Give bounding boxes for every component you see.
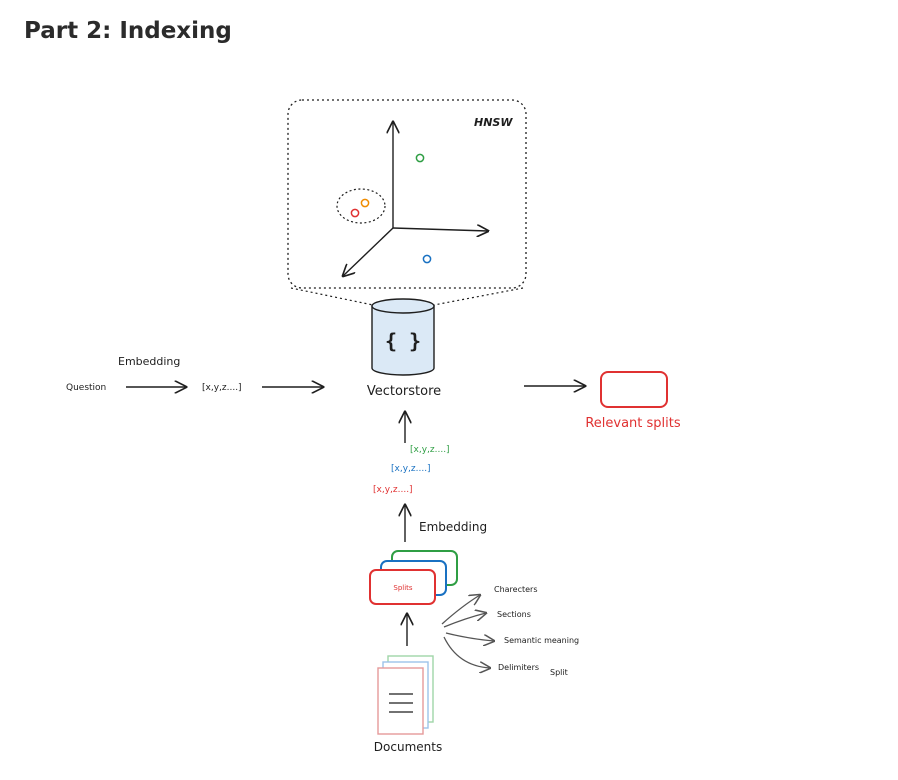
doc-page-red [377, 667, 424, 735]
split-method-delimiters: Delimiters [498, 663, 539, 672]
fan-arrow-semantic [445, 632, 494, 641]
split-methods: Charecters Sections Semantic meaning Del… [441, 585, 579, 677]
fan-arrow-characters [441, 595, 480, 625]
fan-arrow-sections [443, 613, 486, 628]
point-red [350, 208, 360, 218]
question-label: Question [66, 383, 106, 393]
vector-green: [x,y,z....] [410, 445, 450, 455]
vector-blue: [x,y,z....] [391, 464, 431, 474]
hnsw-dotted-box [287, 99, 527, 289]
point-green [415, 153, 425, 163]
splits-label: Splits [393, 584, 413, 592]
cluster-dotted-ellipse [336, 188, 386, 224]
splits-stack: Splits [369, 550, 458, 605]
doc-embedding-label: Embedding [419, 520, 487, 534]
documents-stack [377, 655, 434, 735]
question-embedding-label: Embedding [118, 355, 180, 368]
funnel-left [290, 287, 374, 306]
vector-red: [x,y,z....] [373, 485, 413, 495]
split-label: Split [550, 668, 568, 677]
point-blue [422, 254, 432, 264]
split-method-semantic: Semantic meaning [504, 636, 579, 645]
question-vector: [x,y,z....] [202, 383, 242, 393]
cylinder-top [371, 298, 435, 314]
vectorstore-label: Vectorstore [367, 384, 441, 399]
split-card-red [369, 569, 436, 605]
relevant-splits-label: Relevant splits [585, 416, 681, 431]
point-orange [360, 198, 370, 208]
axis-z [343, 227, 394, 276]
funnel-right [433, 287, 524, 306]
cylinder-body [371, 305, 435, 376]
page-title: Part 2: Indexing [24, 18, 232, 44]
split-method-sections: Sections [497, 610, 531, 619]
documents-label: Documents [374, 740, 442, 754]
relevant-splits-box [600, 371, 668, 408]
braces-icon: { } [385, 329, 421, 353]
hnsw-panel: HNSW [287, 99, 527, 289]
fan-arrow-delimiters [443, 636, 490, 668]
split-method-characters: Charecters [494, 585, 538, 594]
axis-x [392, 228, 488, 231]
hnsw-label: HNSW [474, 116, 513, 129]
vectorstore-cylinder: { } [371, 298, 435, 376]
